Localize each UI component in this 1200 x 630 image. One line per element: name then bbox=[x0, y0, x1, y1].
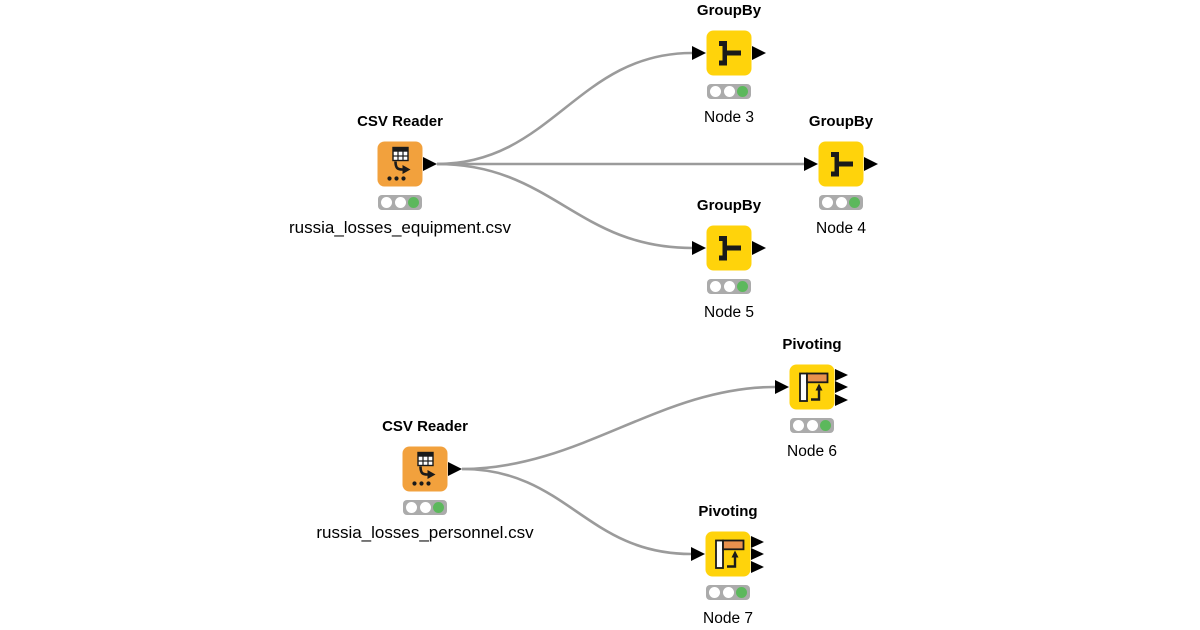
status-light-red bbox=[710, 86, 721, 97]
status-light-yellow bbox=[394, 197, 406, 208]
input-port[interactable] bbox=[804, 156, 818, 171]
status-light-yellow bbox=[723, 281, 735, 292]
pivoting-icon[interactable] bbox=[789, 364, 835, 410]
status-light-red bbox=[793, 420, 804, 431]
status-traffic-light bbox=[707, 84, 751, 99]
node-title: Pivoting bbox=[698, 503, 758, 520]
status-traffic-light bbox=[378, 195, 422, 210]
node-pivoting-7[interactable]: Pivoting Node 7 bbox=[691, 504, 764, 627]
node-annotation: russia_losses_personnel.csv bbox=[316, 523, 534, 542]
output-port[interactable] bbox=[423, 156, 437, 171]
wire-personnel-to-pivoting6[interactable] bbox=[461, 385, 776, 471]
status-light-red bbox=[709, 587, 720, 598]
output-port-3[interactable] bbox=[835, 393, 848, 406]
input-port[interactable] bbox=[775, 379, 789, 394]
status-traffic-light bbox=[819, 195, 863, 210]
node-groupby-5[interactable]: GroupBy Node 5 bbox=[692, 198, 766, 321]
output-port[interactable] bbox=[752, 240, 766, 255]
node-annotation: Node 3 bbox=[704, 109, 754, 126]
status-light-green bbox=[820, 420, 831, 431]
node-annotation: Node 5 bbox=[704, 304, 754, 321]
status-traffic-light bbox=[707, 279, 751, 294]
status-light-green bbox=[433, 502, 444, 513]
output-port-2[interactable] bbox=[835, 381, 848, 393]
status-light-green bbox=[737, 281, 748, 292]
output-port-2[interactable] bbox=[751, 548, 764, 560]
node-title: GroupBy bbox=[808, 113, 874, 130]
status-light-yellow bbox=[723, 86, 735, 97]
input-port[interactable] bbox=[691, 546, 705, 561]
node-csv-reader-personnel[interactable]: CSV Reader russia_losses_personnel.cs bbox=[316, 419, 533, 541]
wire-equipment-to-groupby5[interactable] bbox=[436, 162, 693, 250]
node-annotation: Node 4 bbox=[816, 220, 866, 237]
node-annotation: Node 7 bbox=[703, 610, 753, 627]
node-title: GroupBy bbox=[696, 2, 762, 19]
status-light-green bbox=[408, 197, 419, 208]
node-title: CSV Reader bbox=[382, 418, 468, 435]
csv-reader-icon[interactable] bbox=[377, 141, 423, 187]
status-light-red bbox=[406, 502, 417, 513]
pivoting-icon[interactable] bbox=[705, 531, 751, 577]
status-light-yellow bbox=[835, 197, 847, 208]
node-groupby-4[interactable]: GroupBy Node 4 bbox=[804, 114, 878, 237]
input-port[interactable] bbox=[692, 240, 706, 255]
node-pivoting-6[interactable]: Pivoting Node 6 bbox=[775, 337, 848, 460]
status-traffic-light bbox=[403, 500, 447, 515]
status-light-red bbox=[710, 281, 721, 292]
output-port-1[interactable] bbox=[835, 368, 848, 381]
node-groupby-3[interactable]: GroupBy Node 3 bbox=[692, 3, 766, 126]
status-light-green bbox=[737, 86, 748, 97]
output-port[interactable] bbox=[864, 156, 878, 171]
node-title: CSV Reader bbox=[357, 113, 443, 130]
status-traffic-light bbox=[706, 585, 750, 600]
groupby-icon[interactable] bbox=[706, 30, 752, 76]
node-annotation: Node 6 bbox=[787, 443, 837, 460]
output-port[interactable] bbox=[752, 45, 766, 60]
node-title: Pivoting bbox=[782, 336, 842, 353]
status-light-red bbox=[381, 197, 392, 208]
wire-personnel-to-pivoting7[interactable] bbox=[461, 467, 692, 556]
status-light-green bbox=[849, 197, 860, 208]
node-title: GroupBy bbox=[696, 197, 762, 214]
status-light-red bbox=[822, 197, 833, 208]
status-traffic-light bbox=[790, 418, 834, 433]
status-light-yellow bbox=[722, 587, 734, 598]
input-port[interactable] bbox=[692, 45, 706, 60]
node-annotation: russia_losses_equipment.csv bbox=[288, 218, 512, 237]
output-port-3[interactable] bbox=[751, 560, 764, 573]
output-port[interactable] bbox=[448, 461, 462, 476]
groupby-icon[interactable] bbox=[818, 141, 864, 187]
wire-equipment-to-groupby3[interactable] bbox=[436, 51, 693, 166]
node-csv-reader-equipment[interactable]: CSV Reader russia_losses_equipment.cs bbox=[289, 114, 511, 236]
groupby-icon[interactable] bbox=[706, 225, 752, 271]
csv-reader-icon[interactable] bbox=[402, 446, 448, 492]
output-port-1[interactable] bbox=[751, 535, 764, 548]
status-light-green bbox=[736, 587, 747, 598]
status-light-yellow bbox=[419, 502, 431, 513]
status-light-yellow bbox=[806, 420, 818, 431]
